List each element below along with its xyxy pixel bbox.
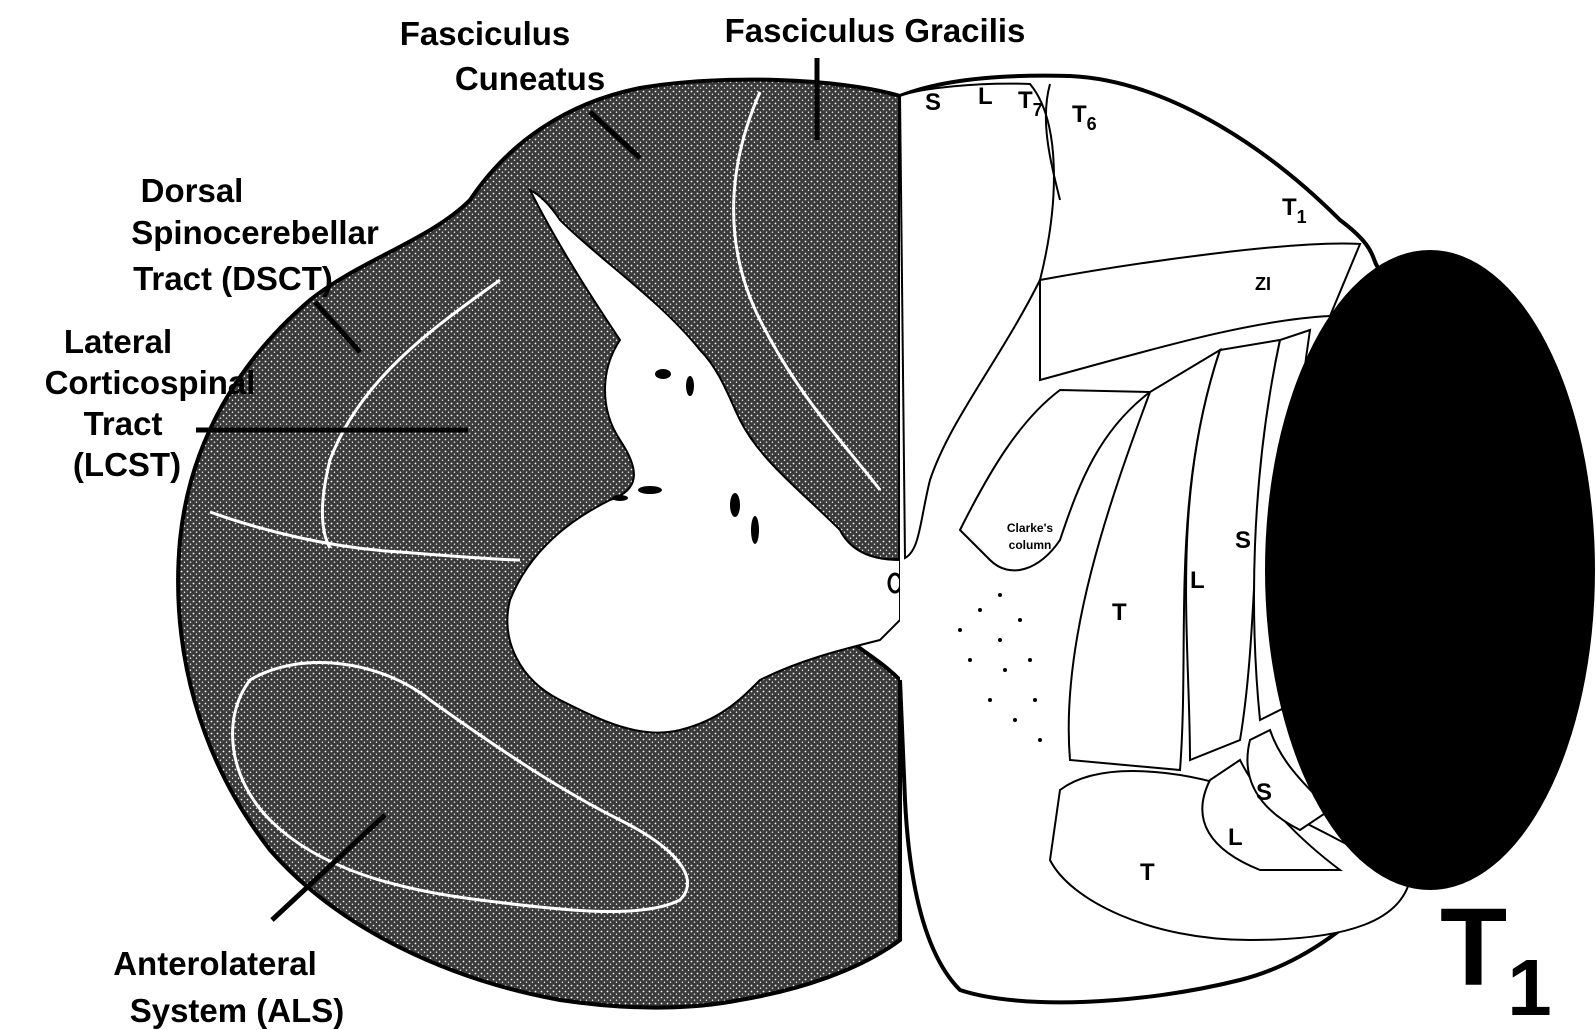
zi-label: ZI: [1255, 274, 1271, 294]
clarkes-column-label-line2: column: [1009, 538, 1052, 552]
anterior-t-label: T: [1140, 859, 1155, 886]
anterior-l-label: L: [1228, 824, 1243, 851]
lcst-label-line2: Corticospinal: [45, 364, 256, 401]
als-label-line1: Anterolateral: [113, 945, 317, 982]
fasciculus-cuneatus-label-line2: Cuneatus: [455, 60, 605, 97]
dorsal-s-label: S: [925, 89, 941, 116]
lateral-t-label: T: [1112, 599, 1127, 626]
fasciculus-cuneatus-label-line1: Fasciculus: [400, 15, 571, 52]
clarkes-column-label-line1: Clarke's: [1007, 521, 1054, 535]
spinal-level-label: T1: [1440, 886, 1552, 1030]
lcst-label-line3: Tract: [84, 405, 163, 442]
dorsal-l-label: L: [978, 83, 993, 110]
fasciculus-gracilis-label: Fasciculus Gracilis: [725, 12, 1026, 49]
dsct-label-line1: Dorsal: [141, 172, 244, 209]
lateral-l-label: L: [1190, 567, 1205, 594]
lcst-label-line1: Lateral: [64, 323, 172, 360]
als-label-line2: System (ALS): [130, 992, 345, 1029]
lcst-label-line4: (LCST): [73, 446, 181, 483]
lateral-s-label: S: [1235, 527, 1251, 554]
lesion-black-region: [1265, 250, 1595, 890]
dsct-label-line3: Tract (DSCT): [133, 260, 333, 297]
anterior-s-label: S: [1256, 779, 1272, 806]
dsct-label-line2: Spinocerebellar: [131, 214, 379, 251]
